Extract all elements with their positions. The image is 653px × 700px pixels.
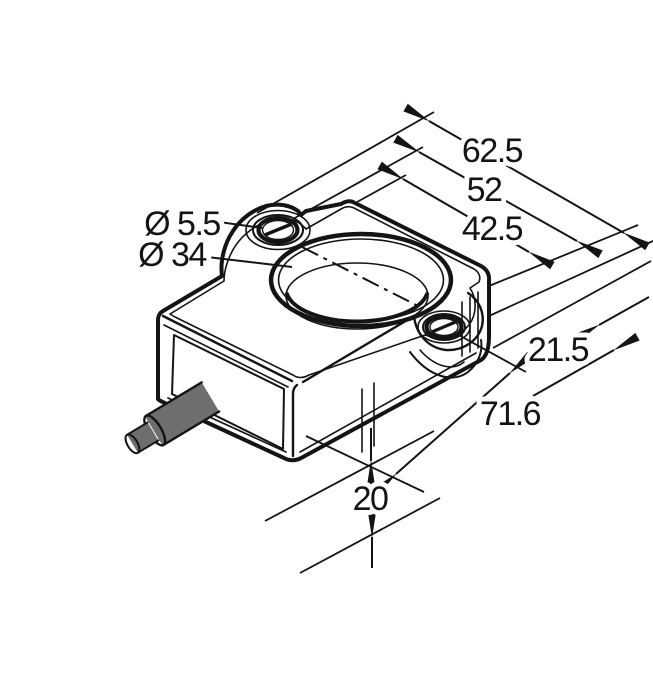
screw2-head bbox=[429, 317, 459, 337]
cable-stub-top bbox=[136, 439, 160, 454]
label-housing-height: 21.5 bbox=[528, 331, 589, 369]
screw1-annulus bbox=[256, 215, 300, 245]
dimension-labels: 62.5 52 42.5 21.5 71.6 20 Ø 5.5 Ø 34 bbox=[133, 127, 595, 523]
top-face-seam bbox=[169, 205, 481, 379]
screw2-slot bbox=[431, 320, 458, 334]
leader-screw-hole-diameter bbox=[218, 221, 263, 229]
screw2-annulus bbox=[424, 313, 464, 341]
screw2-lug-ring bbox=[417, 310, 471, 344]
bore-outer-ring bbox=[268, 231, 454, 329]
leader-bore-diameter bbox=[206, 256, 293, 268]
ext-hole-spacing-right bbox=[488, 240, 653, 317]
screw1-recess bbox=[252, 214, 304, 246]
bore-centerline bbox=[301, 246, 421, 308]
cable-stub bbox=[127, 422, 159, 453]
screw1-slot bbox=[264, 222, 293, 237]
front-left-face-seam bbox=[163, 324, 289, 388]
screw-lug-bottom-right-outline bbox=[412, 291, 484, 352]
cable-edge-bottom bbox=[144, 381, 203, 418]
cable-gland bbox=[124, 381, 221, 455]
dim-line-overall-length bbox=[372, 351, 534, 496]
label-hole-spacing: 52 bbox=[467, 171, 502, 209]
edge-top-front-left bbox=[161, 314, 294, 383]
mounting-screw-top-left bbox=[245, 209, 311, 251]
label-overall-width: 62.5 bbox=[462, 132, 523, 170]
cable-stub-bottom bbox=[126, 421, 149, 436]
mounting-screw-bottom-right bbox=[417, 310, 471, 344]
screw1-head bbox=[261, 219, 295, 241]
bore-hole bbox=[268, 231, 454, 330]
dim-arrow-height-lower bbox=[532, 332, 640, 397]
screw1-lug-ring bbox=[245, 209, 311, 251]
cable-edge-top bbox=[162, 410, 221, 447]
cable-body bbox=[145, 382, 220, 446]
label-bore-diameter: Ø 34 bbox=[138, 236, 206, 274]
housing-silhouette bbox=[156, 199, 492, 463]
dim-line-inner-width bbox=[377, 161, 555, 270]
dimension-lines bbox=[206, 103, 650, 568]
ext-height-upper bbox=[492, 260, 652, 349]
cable-stub-cap bbox=[124, 433, 141, 455]
dim-arrow-height-upper bbox=[573, 296, 650, 343]
label-screw-hole-diameter: Ø 5.5 bbox=[144, 205, 220, 243]
label-overall-length: 71.6 bbox=[480, 395, 541, 433]
front-left-panel bbox=[171, 334, 285, 450]
edge-front-corner-vertical bbox=[291, 383, 299, 458]
label-inner-width: 42.5 bbox=[462, 210, 523, 248]
label-housing-thickness: 20 bbox=[353, 480, 388, 518]
